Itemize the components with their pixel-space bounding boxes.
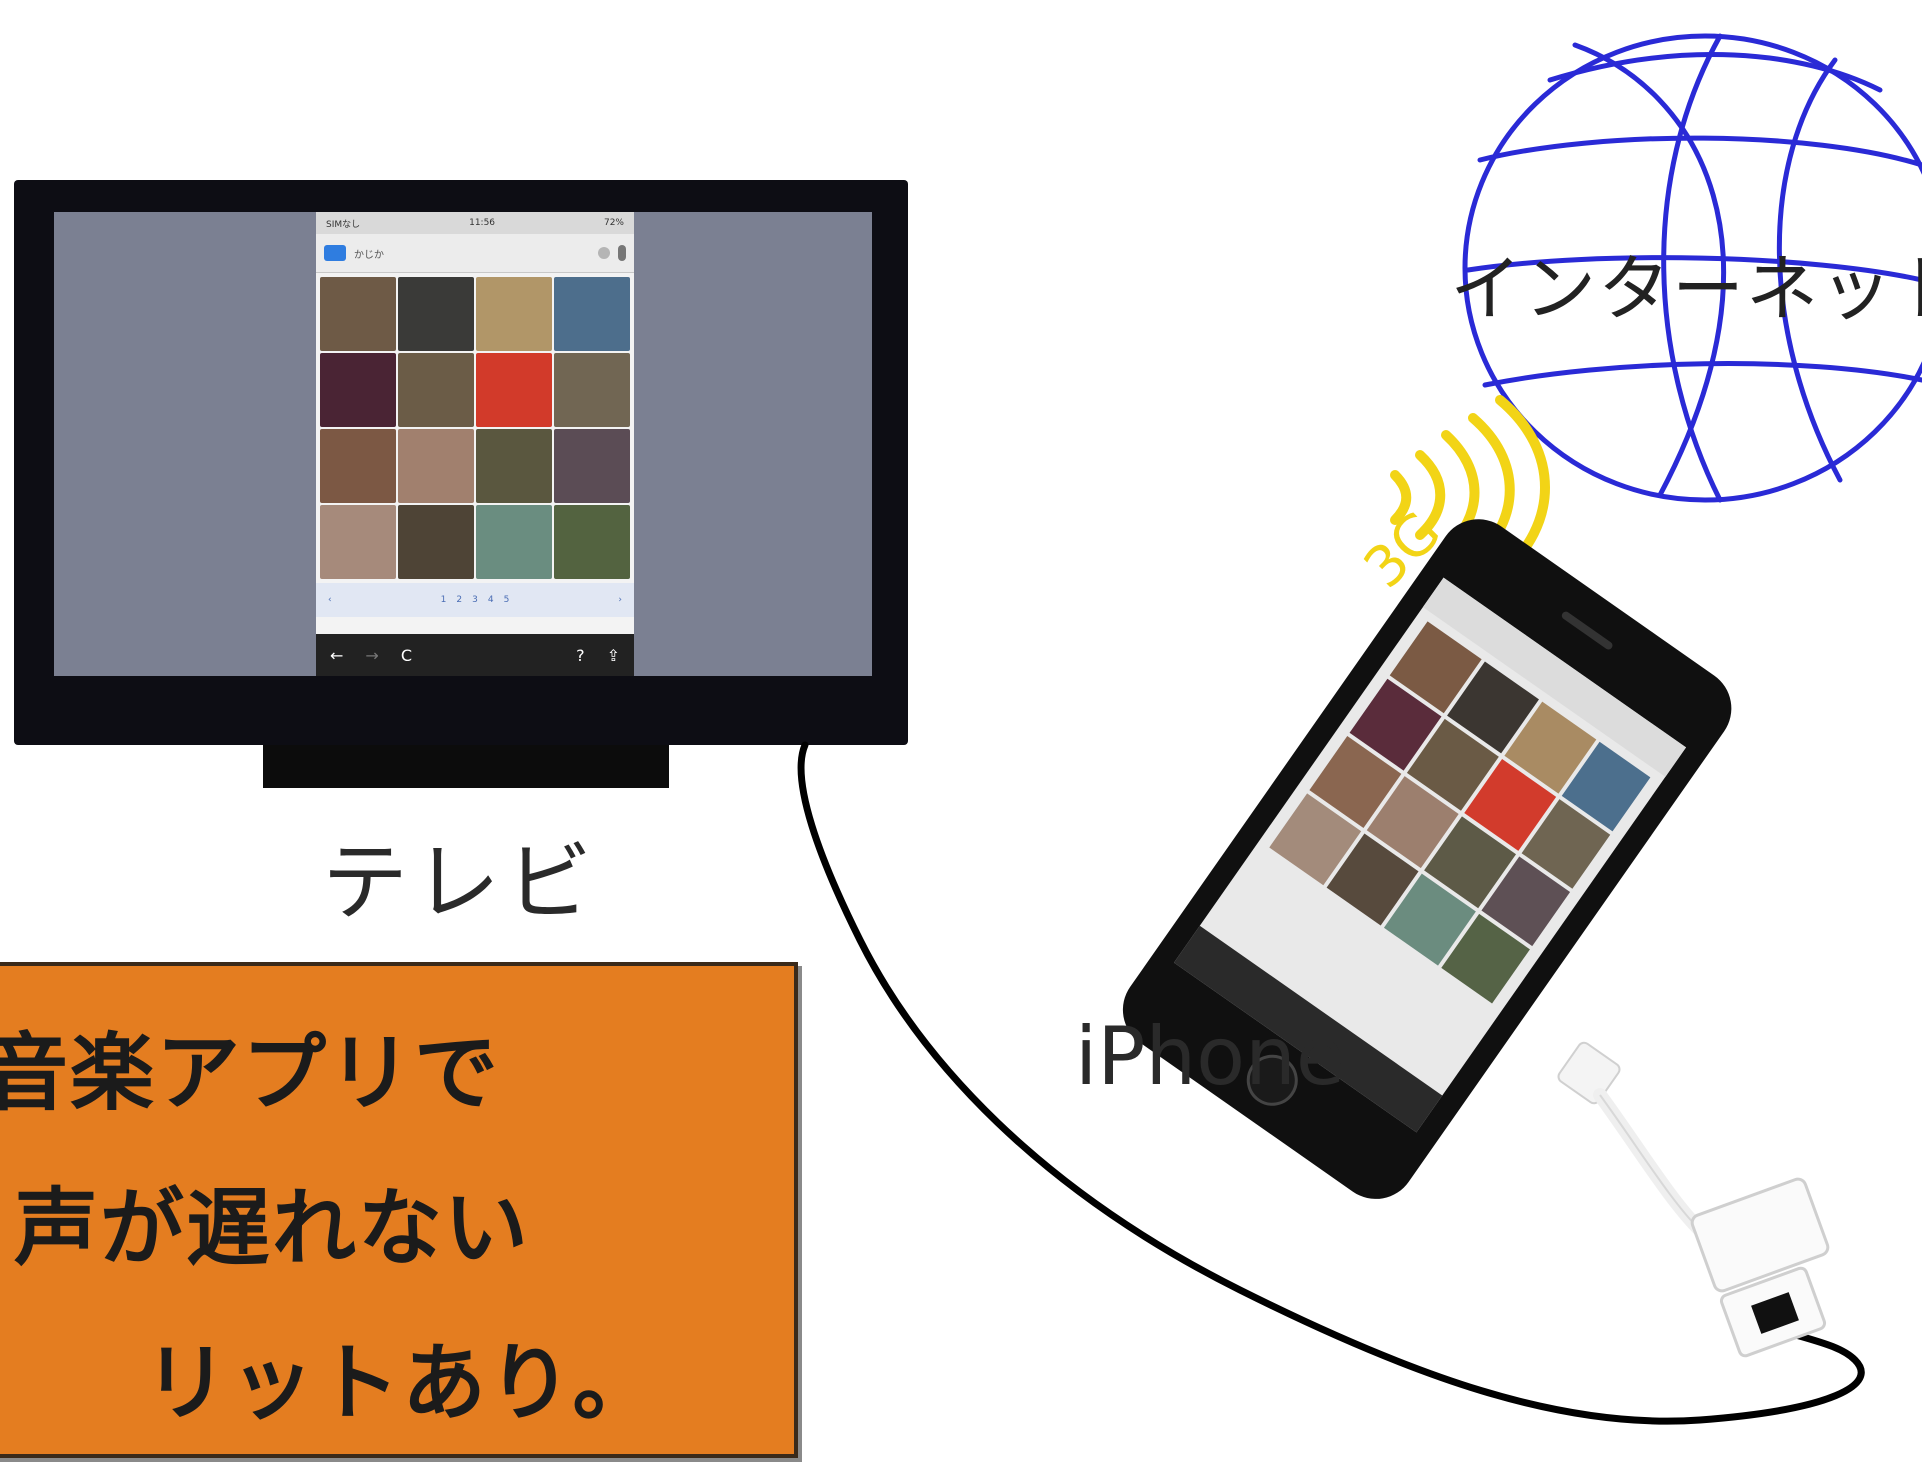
search-query: かじか [354,249,384,261]
caption-line-2: 声が遅れない [14,1179,531,1277]
result-thumbnail [320,505,396,579]
internet-globe [1462,33,1922,503]
toolbar-action-group: ? ⇪ [576,646,620,665]
camera-icon [324,245,346,261]
result-thumbnail [398,353,474,427]
pagination: ‹ 1 2 3 4 5 › [316,583,634,617]
toolbar-nav-group: ← → C [330,646,412,665]
tv-label: テレビ [322,833,598,933]
page-number: 1 [440,595,447,605]
page-number: 5 [503,595,510,605]
microphone-icon [618,245,626,261]
iphone-label: iPhone [1075,1010,1346,1103]
share-icon: ⇪ [606,645,620,665]
iphone-device [1122,519,1732,1199]
image-results-grid [316,273,634,583]
av-adapter [1557,1041,1830,1358]
pager-next: › [618,595,622,605]
result-thumbnail [476,429,552,503]
forward-icon: → [365,645,379,665]
result-thumbnail [320,277,396,351]
page-numbers: 1 2 3 4 5 [441,595,510,605]
result-thumbnail [554,429,630,503]
result-thumbnail [554,505,630,579]
result-thumbnail [398,505,474,579]
result-thumbnail [476,505,552,579]
tv-status-bar: SIMなし 11:56 72% [316,212,634,234]
result-thumbnail [476,353,552,427]
result-thumbnail [398,429,474,503]
tv-search-bar: かじか [316,234,634,273]
result-thumbnail [476,277,552,351]
caption-line-3: リットあり。 [144,1334,659,1432]
status-carrier: SIMなし [326,219,361,230]
status-time: 11:56 [469,218,496,228]
browser-toolbar: ← → C ? ⇪ [316,634,634,676]
result-thumbnail [554,353,630,427]
status-battery: 72% [603,218,624,228]
page-number: 2 [456,595,463,605]
result-thumbnail [320,353,396,427]
help-icon: ? [576,645,585,665]
result-thumbnail [554,277,630,351]
tv-stand [263,740,669,788]
hdmi-cable [797,741,1865,1425]
internet-label: インターネット [1450,247,1922,331]
caption-box: 音楽アプリで 声が遅れない リットあり。 [0,962,798,1458]
page-number: 3 [472,595,478,605]
caption-line-1: 音楽アプリで [0,1024,501,1122]
result-thumbnail [320,429,396,503]
reload-icon: C [400,645,412,665]
page-number: 4 [487,595,494,605]
result-thumbnail [398,277,474,351]
pager-prev: ‹ [328,595,332,605]
clear-icon [598,247,610,259]
tv-browser-screen: SIMなし 11:56 72% かじか ‹ 1 2 3 4 5 [316,212,634,676]
back-icon: ← [330,645,344,665]
